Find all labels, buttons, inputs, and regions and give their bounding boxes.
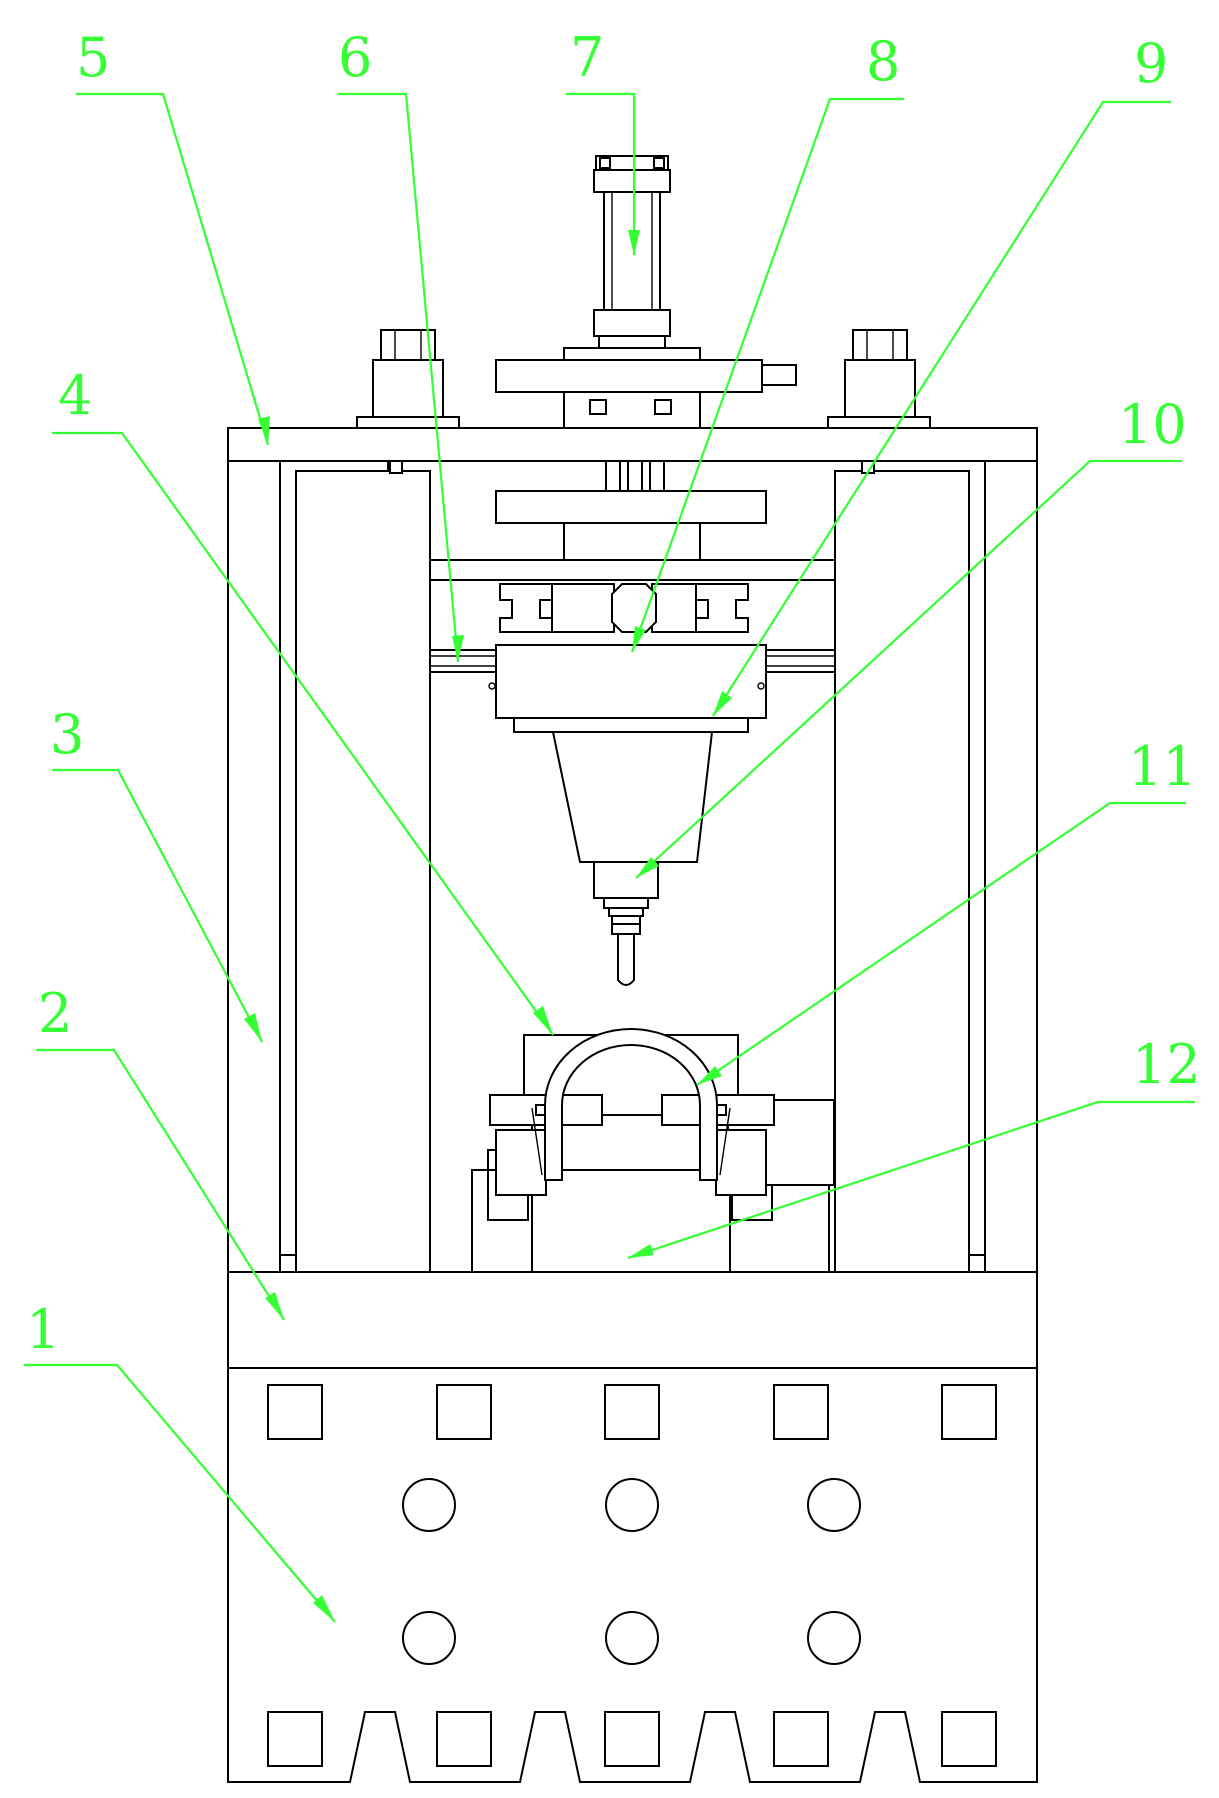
fixture [471,1028,835,1273]
spindle-tool [593,861,659,986]
callout-labels: 1 2 3 4 5 6 7 8 9 10 11 12 [26,26,1201,1361]
base-cabinet [227,1367,1038,1783]
spindle-housing [551,731,714,863]
callout-8: 8 [866,30,900,93]
callout-4: 4 [58,364,92,427]
base-plate [227,1271,1038,1369]
slide-carriage [488,644,767,733]
top-plate [227,329,1038,462]
cylinder [495,155,797,561]
callout-2: 2 [38,982,72,1045]
leader-lines [24,92,1195,1623]
callout-1: 1 [26,1298,60,1361]
callout-10: 10 [1118,393,1187,456]
callout-7: 7 [570,26,604,89]
callout-12: 12 [1132,1033,1201,1096]
callout-11: 11 [1128,735,1197,798]
callout-6: 6 [338,26,372,89]
callout-5: 5 [76,26,110,89]
callout-3: 3 [50,703,84,766]
callout-9: 9 [1134,32,1168,95]
